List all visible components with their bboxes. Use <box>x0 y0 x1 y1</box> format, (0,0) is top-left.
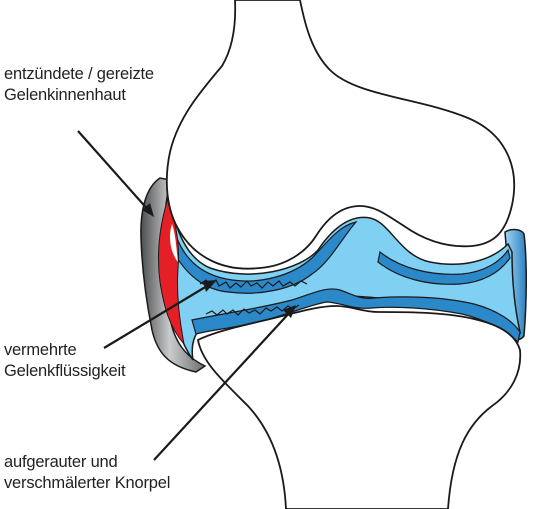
label-inflamed-synovium-line2: Gelenkinnenhaut <box>4 85 154 106</box>
label-damaged-cartilage: aufgerauter und verschmälerter Knorpel <box>4 452 170 494</box>
label-inflamed-synovium: entzündete / gereizte Gelenkinnenhaut <box>4 64 154 106</box>
label-damaged-cartilage-line2: verschmälerter Knorpel <box>4 473 170 494</box>
tibia-bone <box>198 306 520 509</box>
label-increased-fluid-line1: vermehrte <box>4 340 125 361</box>
label-inflamed-synovium-line1: entzündete / gereizte <box>4 64 154 85</box>
pointer-synovium <box>78 131 150 212</box>
label-increased-fluid: vermehrte Gelenkflüssigkeit <box>4 340 125 382</box>
label-damaged-cartilage-line1: aufgerauter und <box>4 452 170 473</box>
label-increased-fluid-line2: Gelenkflüssigkeit <box>4 361 125 382</box>
